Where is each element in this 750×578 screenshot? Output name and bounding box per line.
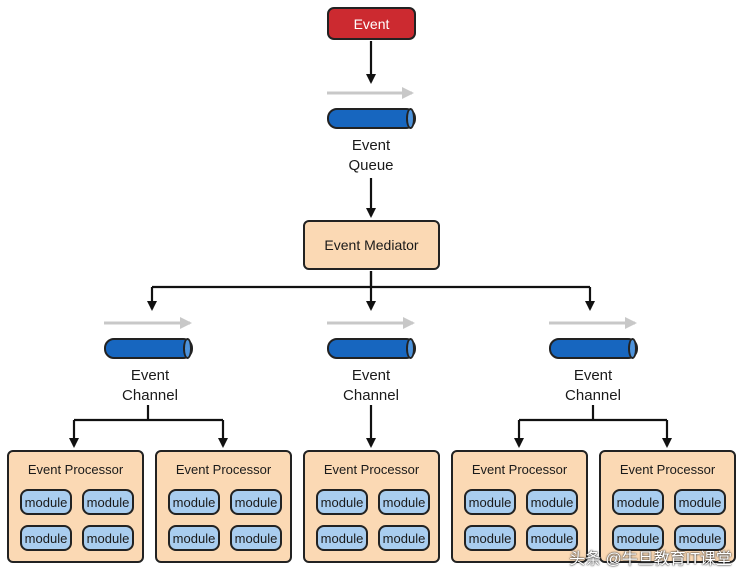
module-box: module	[316, 525, 368, 551]
module-box: module	[82, 525, 134, 551]
module-box: module	[168, 489, 220, 515]
event-processor-2: Event Processor module module module mod…	[155, 450, 292, 563]
event-channel-pipe-3	[549, 338, 638, 359]
event-processor-5: Event Processor module module module mod…	[599, 450, 736, 563]
module-box: module	[526, 489, 578, 515]
module-box: module	[230, 489, 282, 515]
module-box: module	[378, 525, 430, 551]
event-processor-title: Event Processor	[175, 462, 272, 477]
module-box: module	[674, 489, 726, 515]
event-processor-1: Event Processor module module module mod…	[7, 450, 144, 563]
event-queue-label: Event Queue	[348, 137, 394, 174]
module-box: module	[378, 489, 430, 515]
event-processor-title: Event Processor	[323, 462, 420, 477]
module-box: module	[526, 525, 578, 551]
event-processor-title: Event Processor	[619, 462, 716, 477]
event-processor-3: Event Processor module module module mod…	[303, 450, 440, 563]
module-box: module	[168, 525, 220, 551]
module-box: module	[230, 525, 282, 551]
watermark-text: 头条 @牛旦教育IT课堂	[569, 551, 732, 568]
module-box: module	[464, 489, 516, 515]
event-channel-label-2: Event Channel	[343, 367, 399, 404]
module-box: module	[82, 489, 134, 515]
event-processor-4: Event Processor module module module mod…	[451, 450, 588, 563]
event-label: Event	[353, 15, 390, 32]
event-channel-label-1: Event Channel	[122, 367, 178, 404]
event-processor-title: Event Processor	[27, 462, 124, 477]
module-box: module	[612, 525, 664, 551]
event-channel-label-3: Event Channel	[565, 367, 621, 404]
event-mediator-label: Event Mediator	[324, 237, 419, 253]
module-box: module	[20, 489, 72, 515]
event-queue-pipe	[327, 108, 416, 129]
event-node: Event	[327, 7, 416, 40]
module-box: module	[612, 489, 664, 515]
module-box: module	[674, 525, 726, 551]
module-box: module	[316, 489, 368, 515]
event-processor-title: Event Processor	[471, 462, 568, 477]
module-box: module	[464, 525, 516, 551]
module-box: module	[20, 525, 72, 551]
event-channel-pipe-1	[104, 338, 193, 359]
event-channel-pipe-2	[327, 338, 416, 359]
event-mediator-node: Event Mediator	[303, 220, 440, 270]
